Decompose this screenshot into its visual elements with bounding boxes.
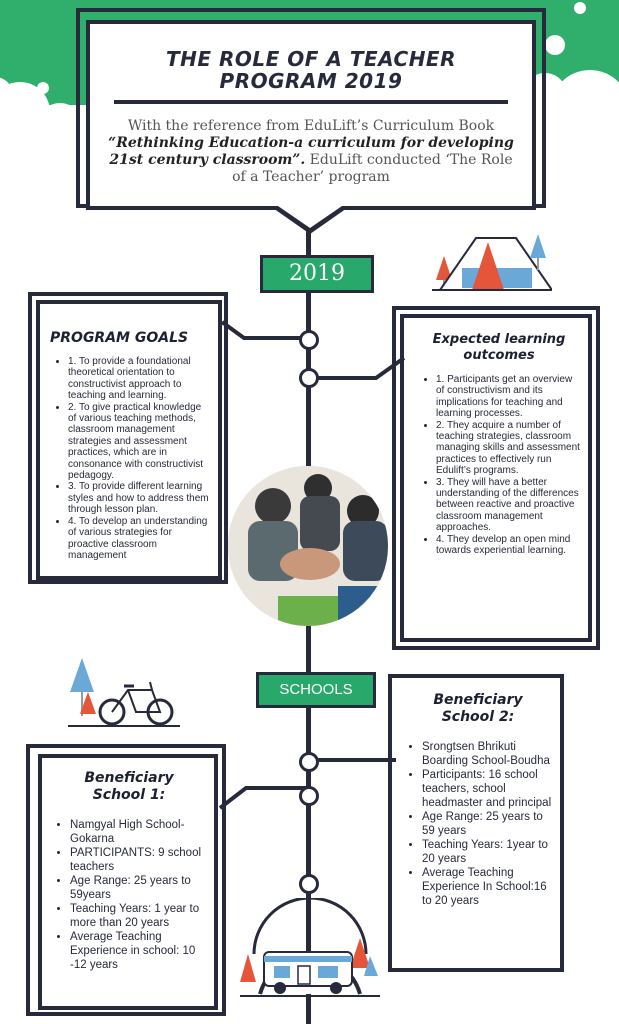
hands-illustration: [228, 466, 388, 626]
school2-connector: [306, 758, 396, 762]
timeline-node: [299, 874, 319, 894]
camper-van-icon: [240, 896, 380, 1006]
list-item: 3. They will have a better understanding…: [436, 477, 580, 534]
timeline-node: [299, 786, 319, 806]
list-item: Average Teaching Experience in school: 1…: [70, 930, 206, 972]
list-item: 1. To provide a foundational theoretical…: [68, 356, 210, 402]
program-goals-title: PROGRAM GOALS: [50, 330, 189, 346]
timeline-line: [306, 230, 311, 1024]
learning-outcomes-list: 1. Participants get an overview of const…: [418, 374, 580, 557]
hands-photo: [228, 466, 388, 626]
learning-outcomes-panel: Expected learning outcomes 1. Participan…: [400, 314, 592, 642]
outcomes-frame-shadow: [392, 306, 600, 650]
list-item: 4. They develop an open mind towards exp…: [436, 534, 580, 557]
program-goals-panel: PROGRAM GOALS 1. To provide a foundation…: [36, 300, 222, 580]
intro-book-title: “Rethinking Education-a curriculum for d…: [108, 135, 514, 168]
list-item: 2. To give practical knowledge of variou…: [68, 402, 210, 482]
bicycle-icon: [68, 658, 180, 727]
list-item: 3. To provide different learning styles …: [68, 481, 210, 515]
timeline-node: [299, 368, 319, 388]
school2-panel: Beneficiary School 2: Srongtsen Bhrikuti…: [388, 674, 564, 972]
list-item: PARTICIPANTS: 9 school teachers: [70, 846, 206, 874]
school1-list: Namgyal High School-Gokarna PARTICIPANTS…: [52, 818, 206, 972]
intro-text: With the reference from EduLift’s Curric…: [102, 118, 520, 186]
school2-list: Srongtsen Bhrikuti Boarding School-Boudh…: [404, 740, 552, 908]
title-line-1: THE ROLE OF A TEACHER: [166, 47, 456, 71]
list-item: Teaching Years: 1 year to more than 20 y…: [70, 902, 206, 930]
camper-van-illustration: [240, 896, 380, 997]
outcomes-connector: [306, 356, 406, 380]
intro-line: With the reference from EduLift’s Curric…: [127, 118, 495, 134]
list-item: Namgyal High School-Gokarna: [70, 818, 206, 846]
schools-label: SCHOOLS: [279, 681, 353, 698]
schools-badge: SCHOOLS: [256, 672, 376, 708]
school1-connector: [218, 786, 310, 810]
list-item: Average Teaching Experience In School:16…: [422, 866, 552, 908]
year-label: 2019: [289, 261, 345, 286]
year-badge: 2019: [260, 255, 374, 293]
school1-frame-shadow: [26, 744, 226, 1016]
title-card: THE ROLE OF A TEACHER PROGRAM 2019 With …: [86, 20, 536, 210]
list-item: Age Range: 25 years to 59years: [70, 874, 206, 902]
tent-icon: [432, 234, 552, 291]
school1-title: Beneficiary School 1:: [84, 770, 174, 803]
list-item: 1. Participants get an overview of const…: [436, 374, 580, 420]
program-goals-list: 1. To provide a foundational theoretical…: [50, 356, 210, 561]
list-item: 2. They acquire a number of teaching str…: [436, 420, 580, 477]
intro-tail: EduLift conducted ‘The Role of a Teacher…: [232, 152, 513, 185]
school2-title: Beneficiary School 2:: [433, 692, 523, 725]
list-item: 4. To develop an understanding of variou…: [68, 516, 210, 562]
timeline-node: [299, 330, 319, 350]
title-line-2: PROGRAM 2019: [219, 69, 403, 93]
goals-frame-shadow: [28, 292, 228, 584]
goals-connector: [222, 320, 310, 340]
title-pointer: [270, 206, 350, 234]
list-item: Participants: 16 school teachers, school…: [422, 768, 552, 810]
school1-panel: Beneficiary School 1: Namgyal High Schoo…: [38, 754, 218, 1010]
learning-outcomes-title: Expected learning outcomes: [432, 332, 566, 363]
title-divider: [114, 100, 508, 104]
list-item: Teaching Years: 1year to 20 years: [422, 838, 552, 866]
list-item: Age Range: 25 years to 59 years: [422, 810, 552, 838]
list-item: Srongtsen Bhrikuti Boarding School-Boudh…: [422, 740, 552, 768]
page-title: THE ROLE OF A TEACHER PROGRAM 2019: [90, 48, 532, 92]
timeline-node: [299, 752, 319, 772]
